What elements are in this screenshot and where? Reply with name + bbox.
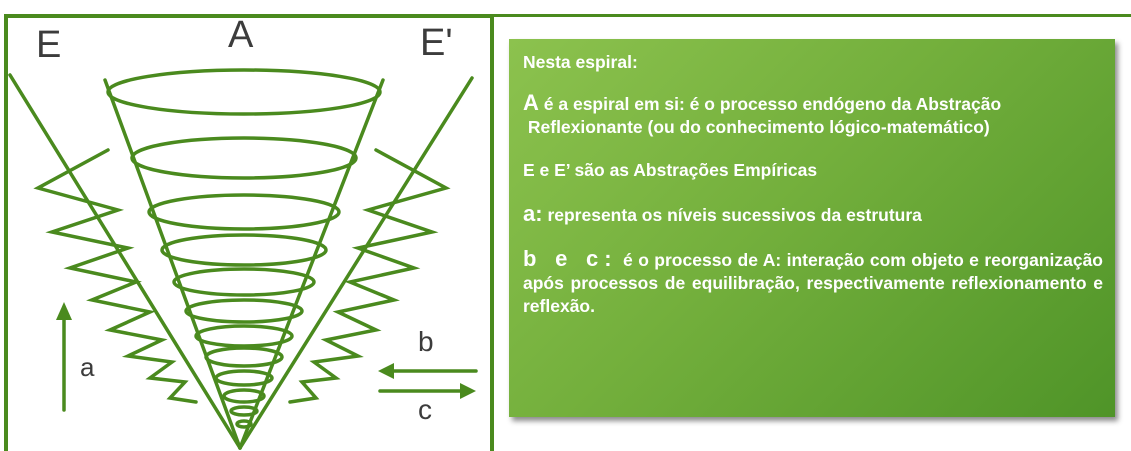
label-a: a: [80, 352, 95, 382]
paragraph-a-key: a:: [523, 201, 543, 226]
lattice-right: [288, 148, 451, 404]
paragraph-A: A é a espiral em si: é o processo endóge…: [523, 91, 1103, 139]
inner-cone-edge-right: [238, 78, 385, 450]
spiral-cone-diagram: [8, 68, 478, 450]
paragraph-bc: b e c: é o processo de A: interação com …: [523, 247, 1103, 318]
spiral-rings: [106, 68, 382, 429]
label-c: c: [418, 394, 432, 425]
paragraph-a: a: representa os níveis sucessivos da es…: [523, 202, 1103, 227]
arrow-b: [378, 363, 478, 379]
cone-edge-E-prime: [238, 76, 474, 450]
paragraph-bc-key: b e c:: [523, 246, 618, 271]
cone-edge-E: [8, 73, 242, 450]
paragraph-A-line2: Reflexionante (ou do conhecimento lógico…: [527, 117, 990, 137]
label-A: A: [228, 14, 254, 56]
diagram-frame: [4, 14, 494, 451]
explanation-panel: Nesta espiral: A é a espiral em si: é o …: [509, 39, 1115, 417]
arrow-c: [378, 383, 476, 399]
lattice-left: [33, 148, 198, 404]
paragraph-bc-text: é o processo de A: interação com objeto …: [523, 250, 1103, 316]
label-E: E: [36, 24, 62, 66]
paragraph-A-key: A: [523, 90, 539, 115]
label-b: b: [418, 326, 434, 357]
paragraph-E: E e E’ são as Abstrações Empíricas: [523, 160, 818, 180]
label-E-prime: E': [420, 22, 453, 64]
arrow-a: [56, 302, 72, 412]
top-border-line: [494, 14, 1131, 17]
inner-cone-edge-left: [103, 78, 242, 450]
panel-heading: Nesta espiral:: [523, 52, 638, 72]
paragraph-a-text: representa os níveis sucessivos da estru…: [547, 205, 922, 225]
paragraph-A-line1: é a espiral em si: é o processo endógeno…: [543, 94, 1002, 114]
